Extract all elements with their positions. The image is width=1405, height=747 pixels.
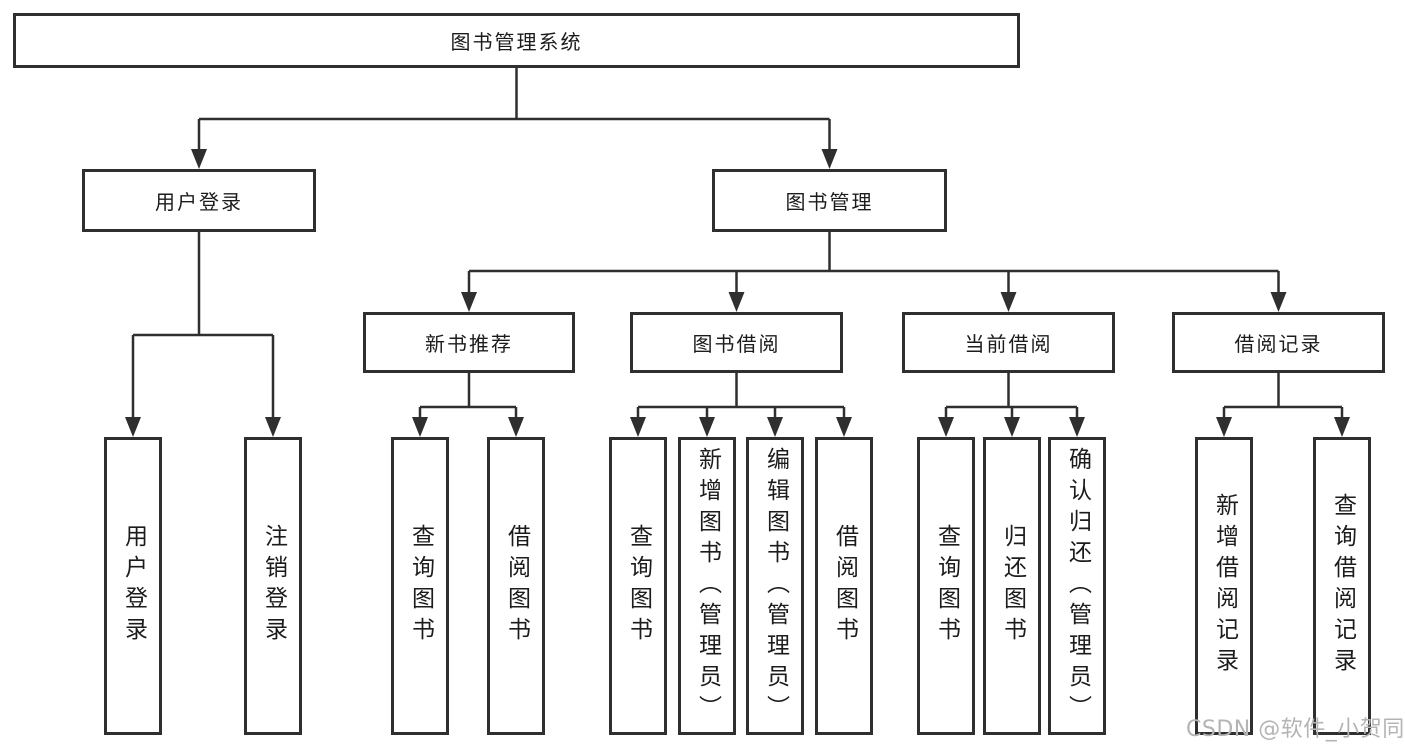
- node-label: 新增借阅记录: [1211, 493, 1238, 679]
- arrow-icon: [125, 417, 141, 437]
- node-label: 借阅记录: [1234, 332, 1323, 356]
- node-user-login: 用户登录: [82, 169, 316, 232]
- connector-book-borrow-to-leaves: [636, 373, 846, 419]
- leaf-edit-books-admin: 编辑图书（管理员）: [746, 437, 804, 735]
- arrow-icon: [767, 417, 783, 437]
- arrow-icon: [630, 417, 646, 437]
- node-label: 编辑图书（管理员）: [762, 446, 789, 726]
- node-label: 用户登录: [155, 190, 243, 214]
- csdn-watermark: CSDN @软件_小贺同学: [1186, 717, 1405, 742]
- node-label: 图书管理系统: [450, 30, 583, 54]
- connector-user-login-to-leaves: [131, 232, 275, 419]
- leaf-logout: 注销登录: [244, 437, 302, 735]
- node-label: 借阅图书: [831, 524, 858, 648]
- node-current-borrow: 当前借阅: [902, 312, 1115, 373]
- node-label: 查询图书: [933, 524, 960, 648]
- arrow-icon: [728, 292, 745, 312]
- node-book-management: 图书管理: [712, 169, 947, 232]
- arrow-icon: [699, 417, 715, 437]
- connector-book-management-to-level3: [467, 232, 1280, 294]
- arrow-icon: [1069, 417, 1085, 437]
- node-label: 查询图书: [407, 524, 434, 648]
- node-label: 归还图书: [999, 524, 1026, 648]
- arrow-icon: [1004, 417, 1020, 437]
- arrow-icon: [191, 149, 207, 169]
- leaf-borrow-books: 借阅图书: [815, 437, 873, 735]
- node-label: 查询借阅记录: [1329, 493, 1356, 679]
- arrow-icon: [1334, 417, 1350, 437]
- leaf-query-books-borrow: 查询图书: [609, 437, 667, 735]
- node-label: 注销登录: [260, 524, 287, 648]
- leaf-query-borrow-record: 查询借阅记录: [1313, 437, 1371, 735]
- leaf-user-login: 用户登录: [104, 437, 162, 735]
- leaf-return-books: 归还图书: [983, 437, 1041, 735]
- leaf-add-books-admin: 新增图书（管理员）: [678, 437, 736, 735]
- node-label: 用户登录: [120, 524, 147, 648]
- node-label: 图书借阅: [692, 332, 781, 356]
- node-borrow-records: 借阅记录: [1172, 312, 1385, 373]
- arrow-icon: [938, 417, 954, 437]
- arrow-icon: [508, 417, 524, 437]
- arrow-icon: [265, 417, 281, 437]
- connector-current-borrow-to-leaves: [944, 373, 1079, 419]
- node-label: 图书管理: [785, 190, 874, 214]
- leaf-confirm-return-admin: 确认归还（管理员）: [1048, 437, 1106, 735]
- arrow-icon: [1216, 417, 1232, 437]
- leaf-add-borrow-record: 新增借阅记录: [1195, 437, 1253, 735]
- node-new-book-recommend: 新书推荐: [363, 312, 575, 373]
- arrow-icon: [836, 417, 852, 437]
- node-label: 新书推荐: [425, 332, 513, 356]
- node-label: 查询图书: [625, 524, 652, 648]
- arrow-icon: [1000, 292, 1017, 312]
- leaf-borrow-books-recommend: 借阅图书: [487, 437, 545, 735]
- node-book-borrow: 图书借阅: [630, 312, 843, 373]
- node-label: 确认归还（管理员）: [1064, 446, 1091, 726]
- node-label: 新增图书（管理员）: [694, 446, 721, 726]
- connector-borrow-records-to-leaves: [1222, 373, 1344, 419]
- arrow-icon: [821, 149, 838, 169]
- leaf-query-books-current: 查询图书: [917, 437, 975, 735]
- connector-new-book-recommend-to-leaves: [418, 373, 518, 419]
- leaf-query-books-recommend: 查询图书: [391, 437, 449, 735]
- arrow-icon: [412, 417, 428, 437]
- arrow-icon: [461, 292, 477, 312]
- node-library-management-system: 图书管理系统: [13, 13, 1020, 68]
- node-label: 借阅图书: [503, 524, 530, 648]
- connector-root-to-level2: [197, 68, 831, 151]
- node-label: 当前借阅: [964, 332, 1053, 356]
- arrow-icon: [1270, 292, 1287, 312]
